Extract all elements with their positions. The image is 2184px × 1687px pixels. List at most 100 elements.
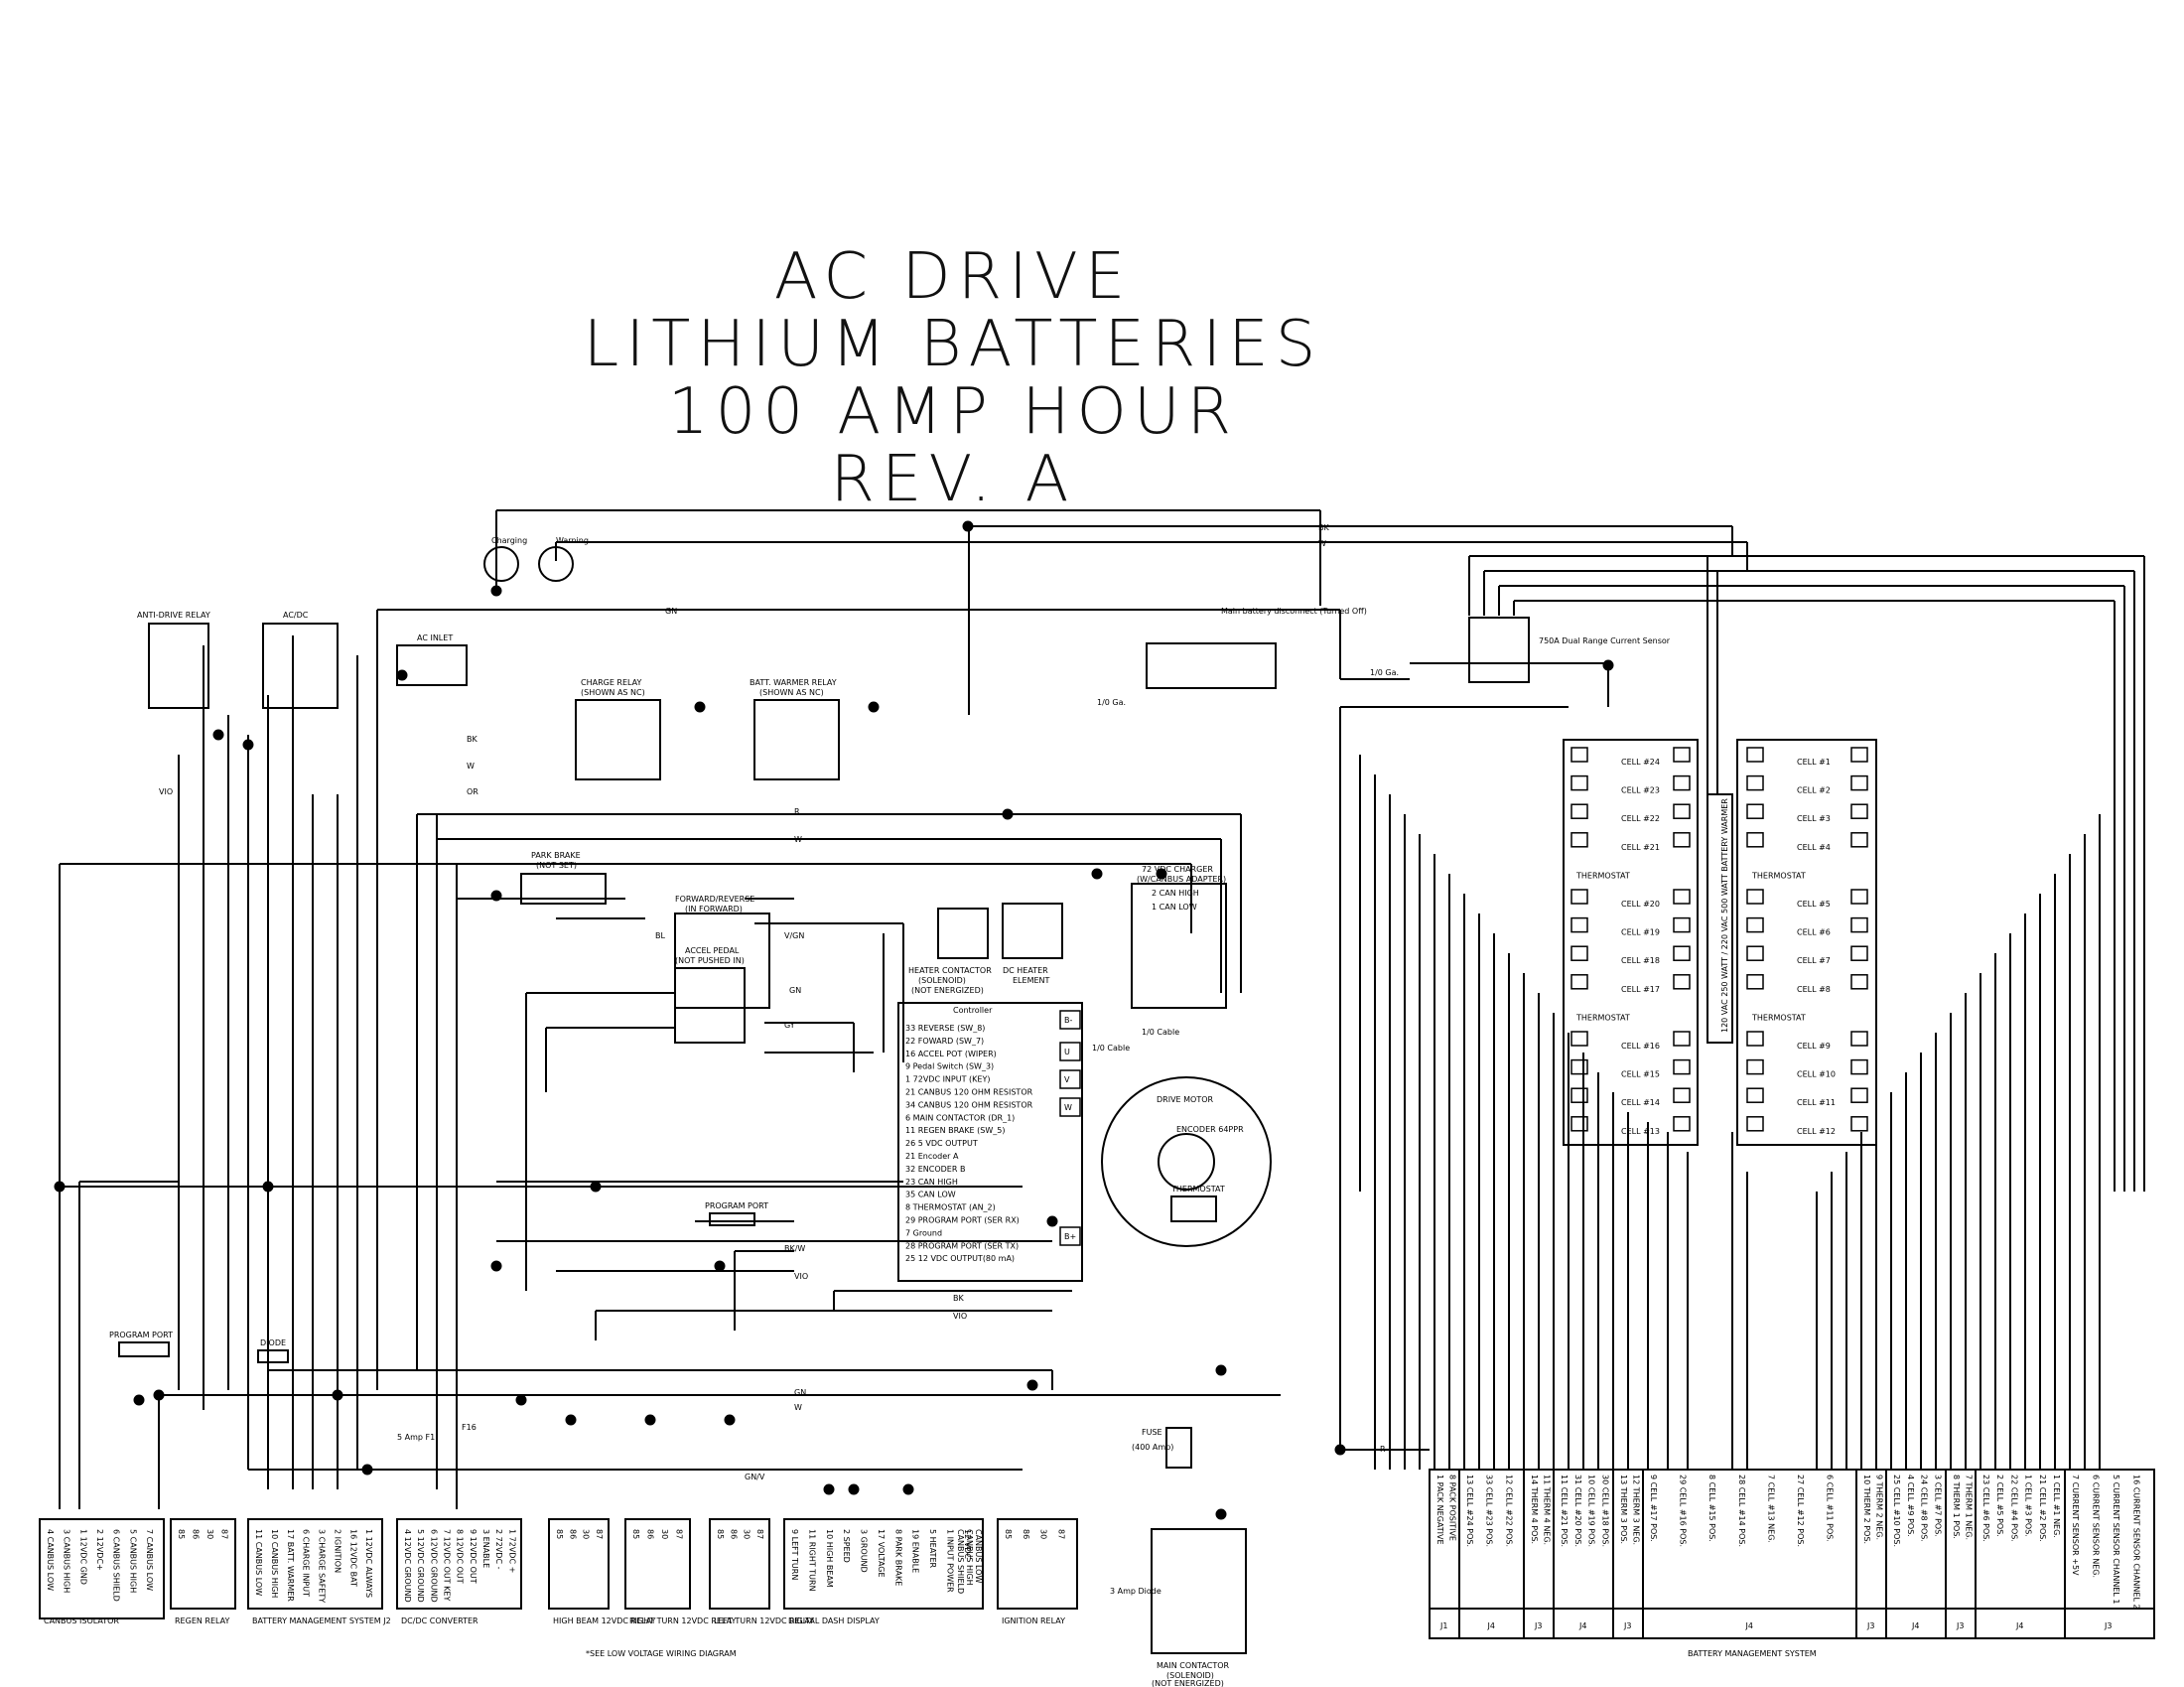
controller-terminal-box-4	[1059, 1097, 1081, 1117]
bms-connector-6: J4	[1745, 1621, 1753, 1630]
left-cell-term-a-9	[1570, 974, 1588, 990]
cell-bank-right	[1736, 739, 1877, 1146]
bms-pin-1-1: 1 PACK NEGATIVE	[1435, 1475, 1444, 1545]
heater-contactor	[937, 908, 989, 959]
bottom-6-pin-3: 30	[660, 1529, 669, 1539]
bottom-8-pin-8: 19 ENABLE	[911, 1529, 920, 1573]
controller-pin-2: 22 FOWARD (SW_7)	[905, 1037, 984, 1046]
title-line-2: LITHIUM BATTERIES	[583, 308, 1323, 381]
left-cell-4: CELL #21	[1621, 843, 1660, 852]
left-cell-9: CELL #17	[1621, 985, 1660, 994]
wire-vio-left: VIO	[159, 787, 173, 796]
wire-bk-top: BK	[1318, 523, 1329, 532]
controller-pin-17: 7 Ground	[905, 1228, 942, 1237]
bottom-4-pin-9: 1 72VDC +	[507, 1529, 516, 1573]
charger-pin-2: 1 CAN LOW	[1152, 903, 1197, 912]
right-cell-term-b-14	[1850, 1116, 1868, 1132]
bottom-component-9-label: IGNITION RELAY	[1002, 1617, 1065, 1625]
right-cell-term-b-13	[1850, 1087, 1868, 1103]
bottom-2-pin-2: 86	[191, 1529, 200, 1539]
junction-dots	[54, 520, 1614, 1520]
right-cell-2: CELL #2	[1797, 786, 1831, 795]
bms-connector-11: J3	[2104, 1621, 2112, 1630]
fuse-400	[1165, 1427, 1192, 1469]
wire-cable-1: 1/0 Cable	[1092, 1044, 1130, 1053]
bms-connector-3: J3	[1534, 1621, 1542, 1630]
left-cell-12: CELL #15	[1621, 1070, 1660, 1079]
bms-pin-6-7: 6 CELL #11 POS.	[1826, 1475, 1835, 1542]
program-port-left-label: PROGRAM PORT	[109, 1331, 173, 1339]
accel-pedal-note: (NOT PUSHED IN)	[675, 956, 745, 965]
right-cell-9: CELL #8	[1797, 985, 1831, 994]
bottom-8-pin-6: 17 VOLTAGE	[877, 1529, 886, 1578]
left-cell-7: CELL #19	[1621, 928, 1660, 937]
controller-pin-14: 35 CAN LOW	[905, 1191, 956, 1199]
bms-pin-6-4: 28 CELL #14 POS.	[1737, 1475, 1746, 1547]
right-cell-term-b-2	[1850, 774, 1868, 791]
bottom-6-pin-1: 85	[631, 1529, 640, 1539]
right-cell-10: THERMOSTAT	[1751, 1013, 1806, 1022]
bottom-1-pin-7: 7 CANBUS LOW	[145, 1529, 154, 1591]
left-cell-3: CELL #22	[1621, 814, 1660, 823]
left-cell-1: CELL #24	[1621, 758, 1660, 767]
bottom-7-pin-2: 86	[729, 1529, 738, 1539]
wire-gn-v: GN/V	[745, 1473, 765, 1481]
wire-gy: GY	[784, 1021, 795, 1030]
current-sensor-label: 750A Dual Range Current Sensor	[1539, 636, 1671, 645]
bms-pin-10-3: 22 CELL #4 POS.	[2009, 1475, 2018, 1542]
bottom-component-7-label: LEFT TURN 12VDC RELAY	[714, 1617, 814, 1625]
wire-v-gn: V/GN	[784, 931, 804, 940]
bms-connector-1: J1	[1439, 1621, 1447, 1630]
controller-pin-list: 33 REVERSE (SW_8)22 FOWARD (SW_7)16 ACCE…	[905, 1024, 1033, 1263]
right-cell-5: THERMOSTAT	[1751, 871, 1806, 880]
right-cell-term-a-9	[1746, 974, 1764, 990]
left-cell-10: THERMOSTAT	[1575, 1013, 1630, 1022]
charging-label: Charging	[491, 536, 527, 545]
controller-pin-8: 6 MAIN CONTACTOR (DR_1)	[905, 1113, 1015, 1122]
bottom-5-pin-3: 30	[582, 1529, 591, 1539]
bms-pin-11-2: 6 CURRENT SENSOR NEG.	[2091, 1475, 2100, 1578]
right-cell-term-a-6	[1746, 889, 1764, 905]
bottom-8-pin-10: 1 INPUT POWER	[946, 1529, 955, 1593]
bottom-5-pin-4: 87	[595, 1529, 604, 1539]
right-cell-term-b-3	[1850, 803, 1868, 819]
bms-pin-4-4: 30 CELL #18 POS.	[1600, 1475, 1609, 1547]
battery-warmer-label: 120 VAC 250 WATT / 220 VAC 500 WATT BATT…	[1720, 798, 1729, 1033]
wire-gn-low: GN	[794, 1388, 806, 1397]
batt-warmer-relay-label: BATT. WARMER RELAY	[750, 678, 837, 687]
bottom-1-pin-2: 3 CANBUS HIGH	[63, 1529, 71, 1593]
controller-pin-19: 25 12 VDC OUTPUT(80 mA)	[905, 1254, 1015, 1263]
wire-r-mid: R	[794, 807, 800, 816]
bms-pin-7-1: 10 THERM 2 POS.	[1862, 1475, 1871, 1544]
left-cell-2: CELL #23	[1621, 786, 1660, 795]
title-line-3: 100 AMP HOUR	[667, 375, 1239, 449]
bms-pin-4-2: 31 CELL #20 POS.	[1573, 1475, 1582, 1547]
wire-w-top: W	[1318, 539, 1326, 548]
left-cell-term-a-13	[1570, 1087, 1588, 1103]
title-line-1: AC DRIVE	[773, 240, 1133, 314]
bottom-3-pin-5: 3 CHARGE SAFETY	[318, 1529, 327, 1603]
controller-pin-12: 32 ENCODER B	[905, 1165, 965, 1174]
bottom-8-pin-9: 5 HEATER	[928, 1529, 937, 1568]
right-cell-8: CELL #7	[1797, 956, 1831, 965]
left-cell-term-b-14	[1673, 1116, 1691, 1132]
bms-connector-7: J3	[1866, 1621, 1874, 1630]
anti-drive-relay-label: ANTI-DRIVE RELAY	[137, 611, 210, 620]
bms-pin-10-6: 1 CELL #1 NEG.	[2052, 1475, 2061, 1538]
left-cell-14: CELL #13	[1621, 1127, 1660, 1136]
right-cell-6: CELL #5	[1797, 900, 1831, 909]
bottom-8-pin-1: 9 LEFT TURN	[790, 1529, 799, 1580]
controller-input-wires	[417, 813, 1242, 1390]
controller-pin-6: 21 CANBUS 120 OHM RESISTOR	[905, 1088, 1033, 1097]
fuse-f1-label: 5 Amp F1	[397, 1433, 435, 1442]
left-cell-term-a-8	[1570, 945, 1588, 961]
dc-heater-note: ELEMENT	[1013, 976, 1050, 985]
wire-gn-accel: GN	[789, 986, 801, 995]
small-diode-label: 3 Amp Diode	[1110, 1587, 1161, 1596]
bottom-3-pin-7: 16 12VDC BAT	[348, 1529, 357, 1587]
wire-ga-2: 1/0 Ga.	[1097, 698, 1126, 707]
drive-motor-label: DRIVE MOTOR	[1157, 1095, 1214, 1104]
left-cell-term-b-8	[1673, 945, 1691, 961]
bms-pin-4-3: 10 CELL #19 POS.	[1587, 1475, 1596, 1547]
bottom-1-pin-3: 1 12VDC GND	[78, 1529, 87, 1585]
